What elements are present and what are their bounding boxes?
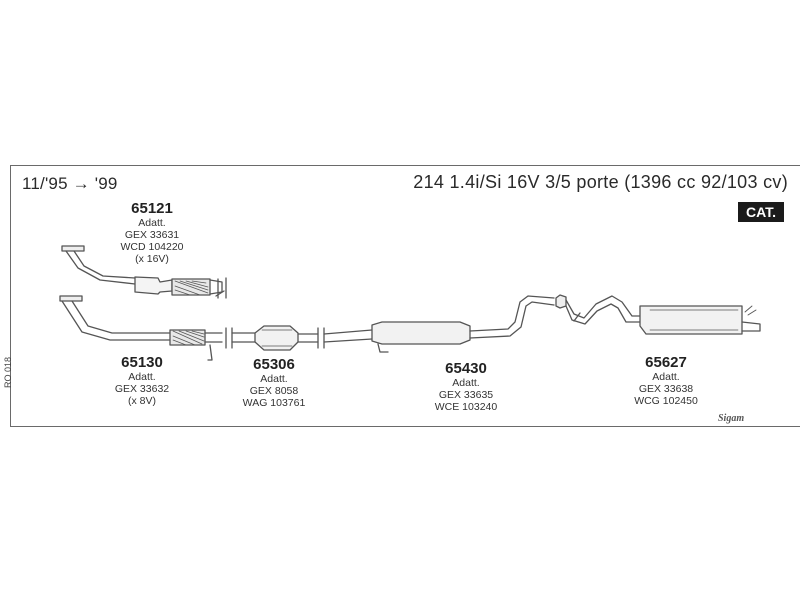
part-ref-wce: WCE 103240 (434, 401, 498, 413)
part-variant-note: (x 16V) (135, 253, 169, 265)
downpipe-16v (61, 245, 227, 299)
part-ref-wag: WAG 103761 (242, 397, 306, 409)
part-ref-wcg: WCG 102450 (634, 395, 698, 407)
part-adapter-label: Adatt. (128, 371, 156, 383)
model-title: 214 1.4i/Si 16V 3/5 porte (1396 cc 92/10… (413, 172, 788, 192)
part-adapter-label: Adatt. (452, 377, 480, 389)
part-adapter-label: Adatt. (652, 371, 680, 383)
intermediate-pipe (323, 295, 555, 353)
part-adapter-label: Adatt. (260, 373, 288, 385)
part-code: 65306 (253, 356, 295, 373)
part-label-65130: 65130 Adatt. GEX 33632 (x 8V) (102, 354, 182, 407)
downpipe-8v (59, 295, 233, 361)
date-range: 11/'95 → '99 (22, 174, 118, 193)
diagram-frame (10, 165, 800, 427)
part-code: 65130 (121, 354, 163, 371)
cat-badge: CAT. (738, 202, 784, 222)
part-ref-gex: GEX 33635 (438, 389, 494, 401)
part-ref-gex: GEX 8058 (249, 385, 299, 397)
part-ref-gex: GEX 33632 (114, 383, 170, 395)
catalog-ref-code: RO 018 (3, 356, 13, 388)
part-ref-gex: GEX 33638 (638, 383, 694, 395)
part-variant-note: (x 8V) (127, 395, 156, 407)
part-label-65121: 65121 Adatt. GEX 33631 WCD 104220 (x 16V… (112, 200, 192, 265)
rear-silencer (555, 294, 761, 335)
part-label-65306: 65306 Adatt. GEX 8058 WAG 103761 (234, 356, 314, 409)
part-adapter-label: Adatt. (138, 217, 166, 229)
catalytic-converter (231, 325, 325, 351)
part-code: 65430 (445, 360, 487, 377)
part-code: 65121 (131, 200, 173, 217)
part-code: 65627 (645, 354, 687, 371)
part-label-65430: 65430 Adatt. GEX 33635 WCE 103240 (424, 360, 508, 413)
part-ref-gex: GEX 33631 (124, 229, 180, 241)
part-label-65627: 65627 Adatt. GEX 33638 WCG 102450 (624, 354, 708, 407)
part-ref-wcd: WCD 104220 (120, 241, 184, 253)
brand-logo: Sigam (718, 413, 745, 424)
